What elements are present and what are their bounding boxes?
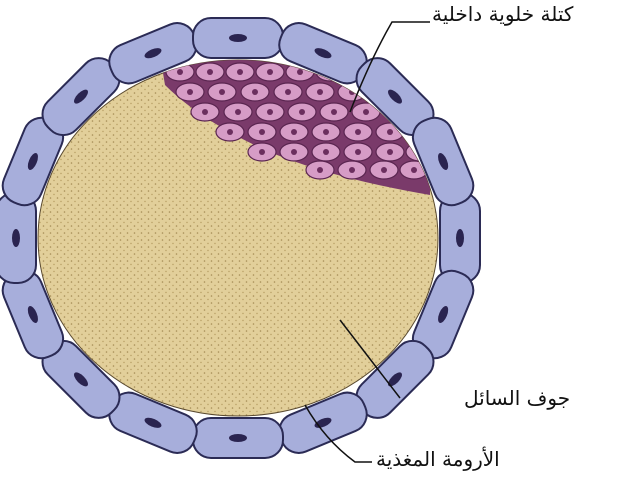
- cell-nucleus: [12, 229, 20, 247]
- inner-cell-nucleus: [227, 129, 233, 135]
- label-inner-cell-mass: كتلة خلوية داخلية: [432, 2, 573, 26]
- label-blastocoel: جوف السائل: [464, 386, 570, 410]
- inner-cell-nucleus: [202, 109, 208, 115]
- inner-cell-nucleus: [187, 89, 193, 95]
- inner-cell-nucleus: [349, 167, 355, 173]
- inner-cell-nucleus: [299, 109, 305, 115]
- inner-cell-nucleus: [235, 109, 241, 115]
- inner-cell-nucleus: [331, 109, 337, 115]
- inner-cell-nucleus: [285, 89, 291, 95]
- trophoblast-cell: [0, 193, 36, 283]
- inner-cell-nucleus: [323, 129, 329, 135]
- inner-cell-nucleus: [259, 149, 265, 155]
- inner-cell-nucleus: [363, 109, 369, 115]
- inner-cell-nucleus: [291, 129, 297, 135]
- inner-cell-nucleus: [207, 69, 213, 75]
- inner-cell-nucleus: [323, 149, 329, 155]
- inner-cell-nucleus: [219, 89, 225, 95]
- inner-cell-nucleus: [387, 149, 393, 155]
- inner-cell-nucleus: [355, 129, 361, 135]
- inner-cell-nucleus: [317, 89, 323, 95]
- cell-nucleus: [229, 434, 247, 442]
- inner-cell-nucleus: [259, 129, 265, 135]
- cell-nucleus: [456, 229, 464, 247]
- inner-cell-nucleus: [237, 69, 243, 75]
- inner-cell-nucleus: [355, 149, 361, 155]
- inner-cell-nucleus: [267, 69, 273, 75]
- cell-nucleus: [229, 34, 247, 42]
- inner-cell-nucleus: [252, 89, 258, 95]
- inner-cell-nucleus: [317, 167, 323, 173]
- inner-cell-nucleus: [297, 69, 303, 75]
- inner-cell-nucleus: [291, 149, 297, 155]
- trophoblast-cell: [193, 418, 283, 458]
- inner-cell-nucleus: [411, 167, 417, 173]
- inner-cell-nucleus: [177, 69, 183, 75]
- label-trophoblast: الأرومة المغذية: [376, 447, 500, 471]
- inner-cell-nucleus: [387, 129, 393, 135]
- inner-cell-nucleus: [381, 167, 387, 173]
- inner-cell-nucleus: [267, 109, 273, 115]
- trophoblast-cell: [440, 193, 480, 283]
- trophoblast-cell: [193, 18, 283, 58]
